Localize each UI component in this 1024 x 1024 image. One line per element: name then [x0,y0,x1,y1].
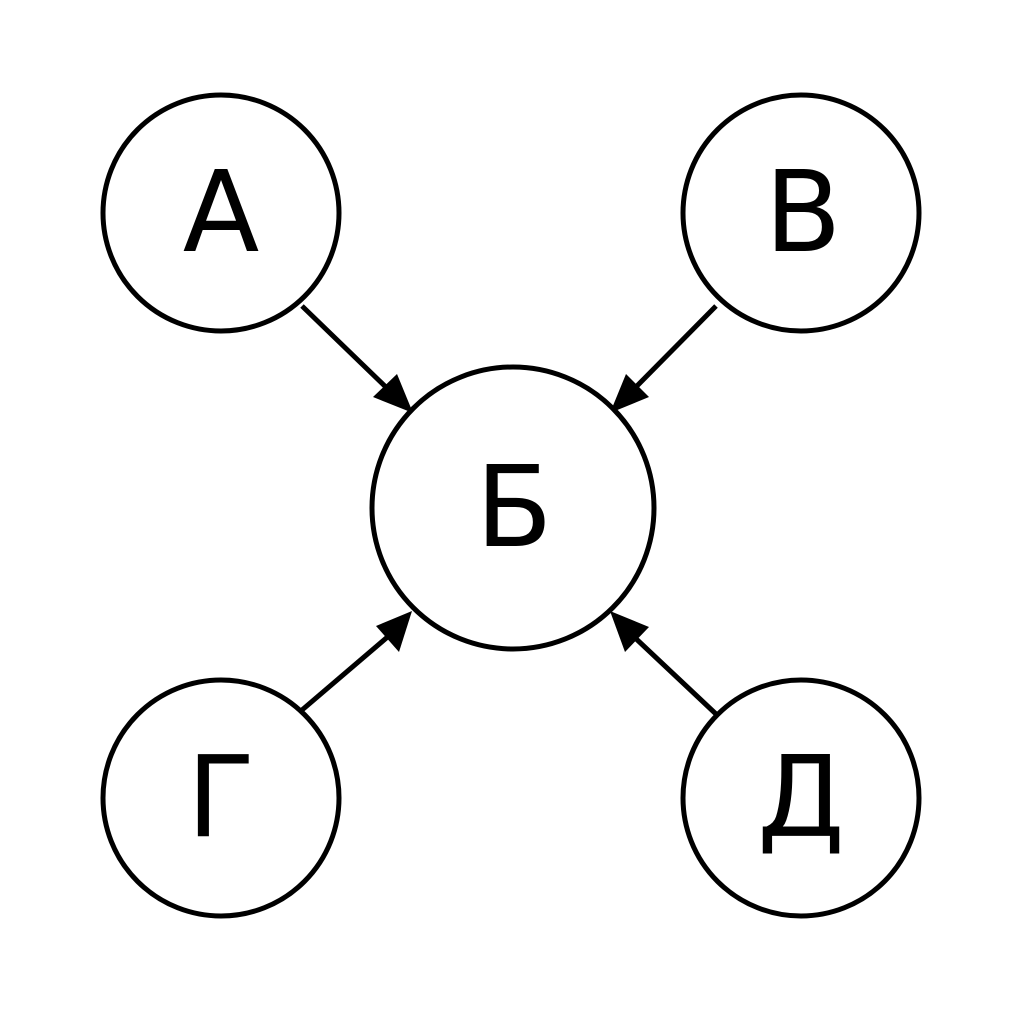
edge-d-to-b [610,611,718,716]
node-d: Д [680,677,922,919]
node-a-label: А [183,148,260,278]
node-g: Г [100,677,342,919]
node-b-label: Б [476,443,553,573]
node-v-label: В [765,148,842,278]
node-a: А [100,92,342,334]
node-d-label: Д [757,733,845,863]
edge-g-to-b [300,611,412,712]
node-g-label: Г [187,733,255,863]
edge-a-to-b [300,304,413,413]
node-v: В [680,92,922,334]
node-b: Б [369,364,657,652]
edge-v-to-b [610,304,718,413]
